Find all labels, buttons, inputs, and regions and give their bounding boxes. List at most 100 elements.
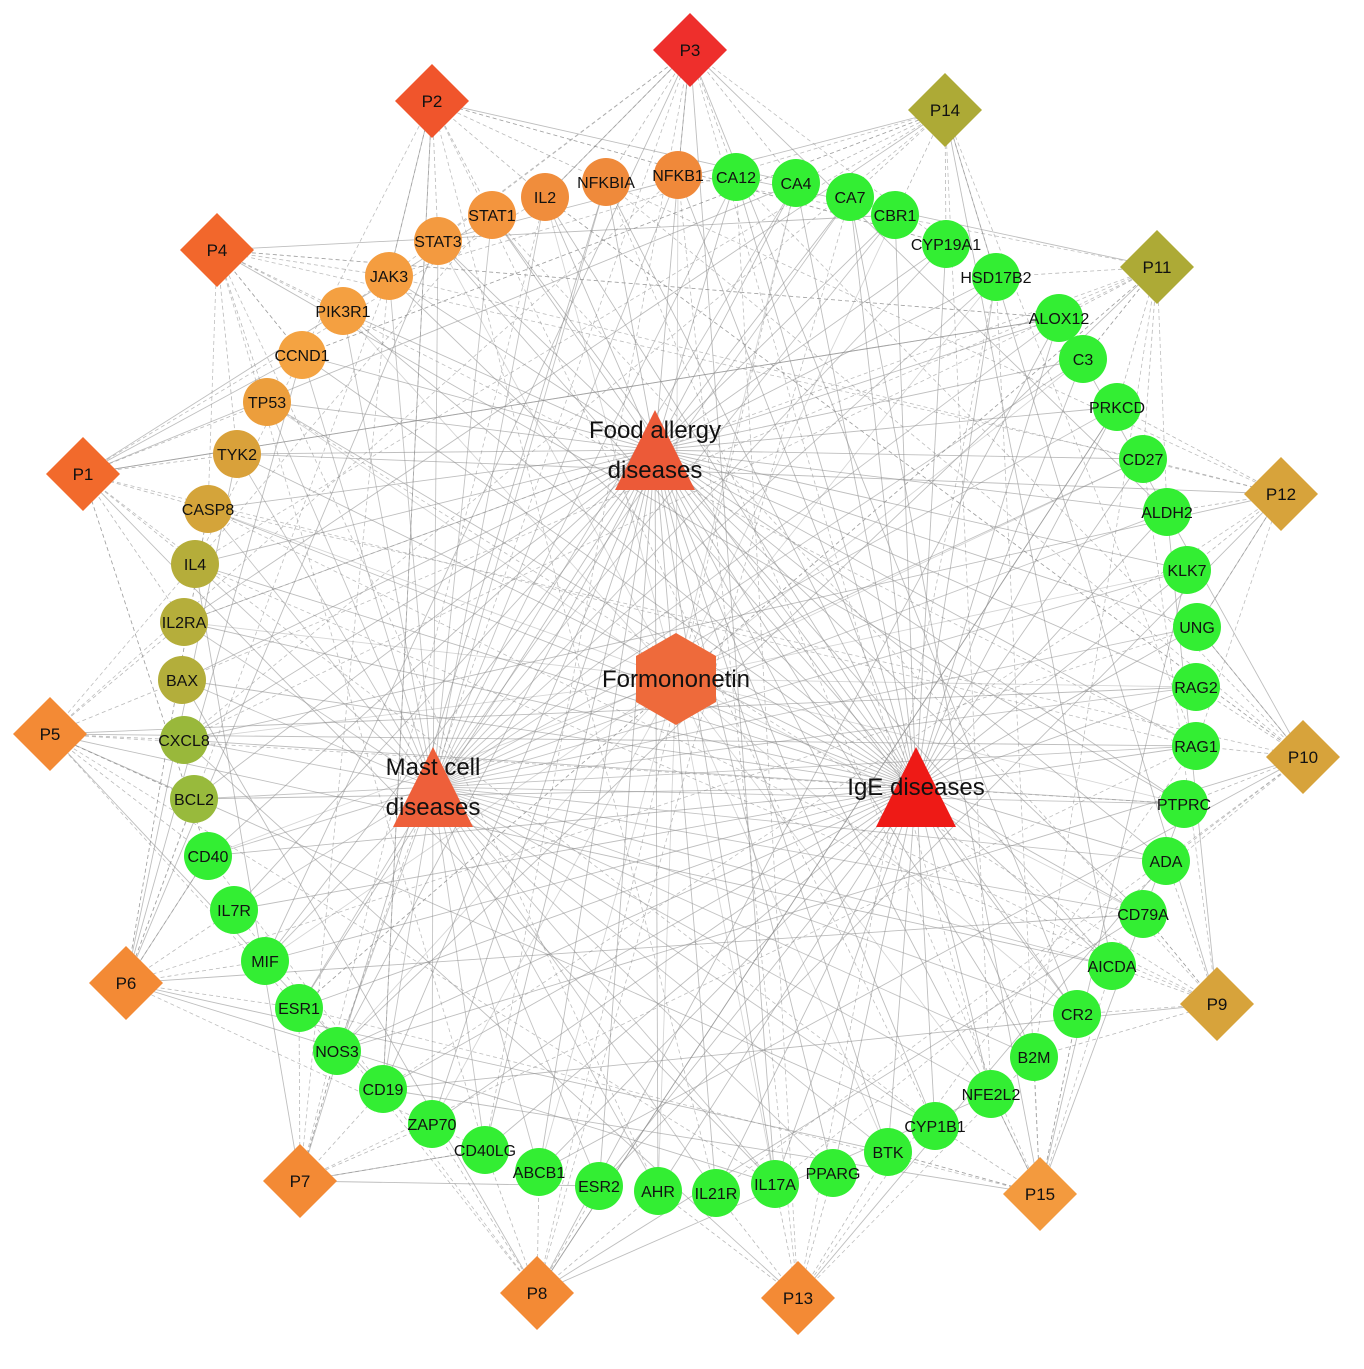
pathway-node-p2[interactable]: P2 <box>395 64 469 138</box>
gene-node-il4[interactable]: IL4 <box>171 540 219 588</box>
gene-node-stat3[interactable]: STAT3 <box>414 217 462 265</box>
gene-node-ca7[interactable]: CA7 <box>826 173 874 221</box>
gene-node-tp53[interactable]: TP53 <box>243 378 291 426</box>
pathway-node-p7[interactable]: P7 <box>263 1144 337 1218</box>
gene-node-ca4[interactable]: CA4 <box>772 159 820 207</box>
edge-food-gene <box>266 401 656 451</box>
gene-node-alox12[interactable]: ALOX12 <box>1029 294 1090 342</box>
edge-compound-gene <box>675 358 1084 680</box>
gene-node-nfkb1[interactable]: NFKB1 <box>652 151 704 199</box>
edge-mast-gene <box>382 786 434 1090</box>
gene-node-cd19[interactable]: CD19 <box>359 1065 407 1113</box>
gene-circle <box>171 540 219 588</box>
pathway-node-p9[interactable]: P9 <box>1180 967 1254 1041</box>
disease-node-ige[interactable]: IgE diseases <box>847 747 985 827</box>
edge-mast-gene <box>432 786 659 1192</box>
gene-node-klk7[interactable]: KLK7 <box>1163 546 1211 594</box>
gene-node-pparg[interactable]: PPARG <box>806 1149 861 1197</box>
gene-circle <box>654 151 702 199</box>
gene-node-cxcl8[interactable]: CXCL8 <box>158 716 210 764</box>
pathway-node-p1[interactable]: P1 <box>46 437 120 511</box>
gene-label: C3 <box>1073 352 1094 369</box>
gene-node-aldh2[interactable]: ALDH2 <box>1141 488 1193 536</box>
pathway-node-p3[interactable]: P3 <box>653 13 727 87</box>
pathway-node-p11[interactable]: P11 <box>1120 230 1194 304</box>
gene-node-ada[interactable]: ADA <box>1142 837 1190 885</box>
pathway-diamond <box>13 697 87 771</box>
compound-node[interactable]: Formononetin <box>602 633 750 725</box>
pathway-diamond <box>761 1261 835 1335</box>
gene-node-ccnd1[interactable]: CCND1 <box>274 331 330 379</box>
gene-node-cr2[interactable]: CR2 <box>1053 990 1101 1038</box>
gene-node-casp8[interactable]: CASP8 <box>182 485 235 533</box>
pathway-node-p5[interactable]: P5 <box>13 697 87 771</box>
gene-node-nfe2l2[interactable]: NFE2L2 <box>962 1070 1021 1118</box>
gene-node-tyk2[interactable]: TYK2 <box>213 430 261 478</box>
gene-node-bcl2[interactable]: BCL2 <box>170 775 218 823</box>
gene-node-mif[interactable]: MIF <box>241 937 289 985</box>
gene-node-pik3r1[interactable]: PIK3R1 <box>315 287 371 335</box>
gene-node-ahr[interactable]: AHR <box>634 1167 682 1215</box>
edge-compound-gene <box>336 678 677 1052</box>
edge-pathway-gene <box>544 49 691 198</box>
gene-node-il17a[interactable]: IL17A <box>751 1160 799 1208</box>
edge-ige-gene <box>207 508 917 788</box>
pathway-node-p4[interactable]: P4 <box>180 213 254 287</box>
gene-node-cyp1b1[interactable]: CYP1B1 <box>904 1102 966 1150</box>
gene-node-cbr1[interactable]: CBR1 <box>871 191 919 239</box>
edge-ige-gene <box>894 214 917 788</box>
gene-node-hsd17b2[interactable]: HSD17B2 <box>960 253 1032 301</box>
gene-node-nfkbia[interactable]: NFKBIA <box>577 158 635 206</box>
gene-node-btk[interactable]: BTK <box>864 1128 912 1176</box>
gene-node-cd27[interactable]: CD27 <box>1119 435 1167 483</box>
gene-node-il2ra[interactable]: IL2RA <box>160 598 208 646</box>
gene-node-cd40lg[interactable]: CD40LG <box>454 1126 516 1174</box>
pathway-node-p15[interactable]: P15 <box>1003 1157 1077 1231</box>
edge-ige-gene <box>915 786 936 1127</box>
gene-node-jak3[interactable]: JAK3 <box>365 252 413 300</box>
gene-node-ptprc[interactable]: PTPRC <box>1157 780 1211 828</box>
gene-circle <box>871 191 919 239</box>
gene-node-cd40[interactable]: CD40 <box>184 832 232 880</box>
gene-node-zap70[interactable]: ZAP70 <box>408 1100 457 1148</box>
gene-node-prkcd[interactable]: PRKCD <box>1089 383 1145 431</box>
gene-node-cd79a[interactable]: CD79A <box>1117 890 1169 938</box>
gene-node-rag2[interactable]: RAG2 <box>1172 663 1220 711</box>
gene-node-bax[interactable]: BAX <box>158 656 206 704</box>
edge-pathway-gene <box>484 1149 538 1294</box>
pathway-node-p14[interactable]: P14 <box>908 73 982 147</box>
edge-ige-gene <box>183 621 917 788</box>
gene-node-abcb1[interactable]: ABCB1 <box>513 1148 566 1196</box>
edge-mast-gene <box>432 786 889 1153</box>
gene-node-il2[interactable]: IL2 <box>521 173 569 221</box>
edge-food-gene <box>654 196 851 451</box>
gene-node-il7r[interactable]: IL7R <box>210 886 258 934</box>
gene-circle <box>1163 546 1211 594</box>
gene-label: STAT1 <box>468 208 516 225</box>
pathway-node-p13[interactable]: P13 <box>761 1261 835 1335</box>
gene-node-aicda[interactable]: AICDA <box>1088 942 1137 990</box>
edge-food-gene <box>654 176 737 451</box>
pathway-node-p8[interactable]: P8 <box>500 1256 574 1330</box>
gene-circle <box>634 1167 682 1215</box>
gene-node-il21r[interactable]: IL21R <box>692 1169 740 1217</box>
gene-node-esr1[interactable]: ESR1 <box>275 984 323 1032</box>
gene-node-ca12[interactable]: CA12 <box>712 153 760 201</box>
edge-mast-gene <box>432 214 493 788</box>
gene-circle <box>1010 1033 1058 1081</box>
gene-node-esr2[interactable]: ESR2 <box>575 1162 623 1210</box>
edge-pathway-gene <box>125 982 776 1185</box>
pathway-node-p10[interactable]: P10 <box>1266 720 1340 794</box>
gene-node-rag1[interactable]: RAG1 <box>1172 722 1220 770</box>
gene-node-b2m[interactable]: B2M <box>1010 1033 1058 1081</box>
edge-pathway-gene <box>797 1151 889 1299</box>
gene-node-c3[interactable]: C3 <box>1059 335 1107 383</box>
pathway-node-p12[interactable]: P12 <box>1244 457 1318 531</box>
gene-node-stat1[interactable]: STAT1 <box>468 191 516 239</box>
gene-node-ung[interactable]: UNG <box>1173 603 1221 651</box>
gene-node-cyp19a1[interactable]: CYP19A1 <box>911 220 981 268</box>
pathway-node-p6[interactable]: P6 <box>89 946 163 1020</box>
gene-node-nos3[interactable]: NOS3 <box>313 1027 361 1075</box>
